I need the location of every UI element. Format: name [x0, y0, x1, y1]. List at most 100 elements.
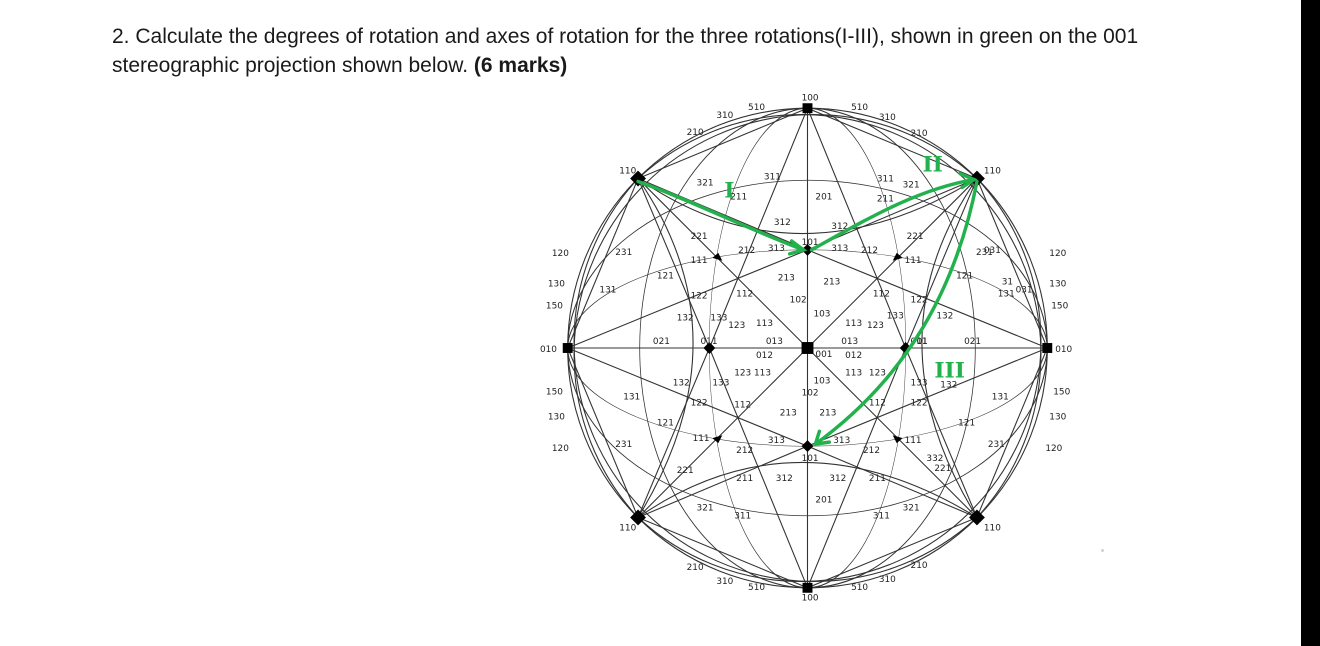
label-313-c: 313: [768, 436, 785, 446]
label-131-b: 131: [998, 289, 1015, 299]
label-012-l: 012: [756, 351, 773, 361]
pole-100-top: [803, 103, 813, 113]
label-313-b: 313: [831, 244, 848, 254]
label-210-tl: 210: [687, 128, 704, 138]
label-112-d: 112: [869, 398, 886, 408]
label-313-d: 313: [833, 436, 850, 446]
label-212-b: 212: [861, 246, 878, 256]
label-310-tr: 310: [879, 113, 896, 123]
label-112-c: 112: [734, 400, 751, 410]
label-310-tl: 310: [716, 111, 733, 121]
label-211-d: 211: [869, 474, 886, 484]
label-221-d: 221: [934, 464, 951, 474]
question-body: Calculate the degrees of rotation and ax…: [112, 25, 1138, 77]
label-113-a: 113: [756, 319, 773, 329]
label-210-br: 210: [911, 561, 928, 571]
label-131-d: 131: [992, 393, 1009, 403]
label-212-a: 212: [738, 246, 755, 256]
label-311-d: 311: [873, 511, 890, 521]
label-321-d: 321: [903, 504, 920, 514]
label-310-bl: 310: [716, 577, 733, 587]
label-211-c: 211: [736, 474, 753, 484]
label-133-d: 133: [911, 379, 928, 389]
label-231-d: 231: [988, 440, 1005, 450]
label-111-tr: 111: [905, 256, 922, 266]
label-110-tr: 110: [984, 167, 1001, 177]
label-123-d: 123: [869, 369, 886, 379]
window-edge-bar: [1301, 0, 1320, 646]
label-213-a: 213: [778, 274, 795, 284]
question-marks: (6 marks): [474, 54, 567, 77]
label-132-c: 132: [673, 379, 690, 389]
label-31: 31: [1002, 278, 1013, 288]
label-122-a: 122: [691, 291, 708, 301]
label-131-c: 131: [623, 393, 640, 403]
label-120-l: 120: [552, 249, 569, 259]
rotation-III-label: III: [934, 359, 965, 384]
label-510-bl: 510: [748, 583, 765, 593]
label-110-tl: 110: [619, 167, 636, 177]
label-031-b: 031: [1016, 286, 1033, 296]
label-121-d: 121: [958, 418, 975, 428]
question-text: 2. Calculate the degrees of rotation and…: [112, 22, 1262, 80]
stereographic-projection: 100 510 310 210 110 120 130 150 010 150 …: [535, 88, 1080, 608]
label-133-a: 133: [710, 313, 727, 323]
label-013-r: 013: [841, 337, 858, 347]
label-221-b: 221: [907, 232, 924, 242]
label-112-b: 112: [873, 289, 890, 299]
label-103-t: 103: [813, 309, 830, 319]
label-312-a: 312: [774, 218, 791, 228]
label-212-c: 212: [736, 446, 753, 456]
label-101-bottom: 101: [802, 454, 819, 464]
label-133-c: 133: [712, 379, 729, 389]
label-150-bl: 150: [546, 388, 563, 398]
label-122-c: 122: [691, 398, 708, 408]
label-130-l: 130: [548, 280, 565, 290]
label-001: 001: [815, 350, 832, 360]
label-010-r: 010: [1055, 345, 1072, 355]
label-150-r: 150: [1051, 301, 1068, 311]
label-213-b: 213: [823, 278, 840, 288]
label-231-a: 231: [615, 248, 632, 258]
label-312-c: 312: [776, 474, 793, 484]
label-321-a: 321: [697, 178, 714, 188]
label-221-a: 221: [691, 232, 708, 242]
label-013-l: 013: [766, 337, 783, 347]
label-112-a: 112: [736, 289, 753, 299]
label-332: 332: [926, 454, 943, 464]
label-510-tl: 510: [748, 103, 765, 113]
label-103-b: 103: [813, 377, 830, 387]
pole-001: [802, 342, 814, 354]
label-132-b: 132: [936, 311, 953, 321]
label-100-bottom: 100: [802, 594, 819, 604]
label-221-c: 221: [677, 466, 694, 476]
label-012-r: 012: [845, 351, 862, 361]
label-231-c: 231: [615, 440, 632, 450]
label-01: 01: [917, 337, 928, 347]
label-120-br: 120: [1045, 444, 1062, 454]
label-122-d: 122: [911, 398, 928, 408]
label-123-c: 123: [734, 369, 751, 379]
label-102-b: 102: [802, 389, 819, 399]
label-312-d: 312: [829, 474, 846, 484]
label-131-a: 131: [599, 286, 616, 296]
label-120-r: 120: [1049, 249, 1066, 259]
label-510-tr: 510: [851, 103, 868, 113]
label-510-br: 510: [851, 583, 868, 593]
label-311-a: 311: [764, 173, 781, 183]
label-111-bl: 111: [693, 434, 710, 444]
label-100-top: 100: [802, 93, 819, 103]
label-210-tr: 210: [911, 129, 928, 139]
rotation-II-label: II: [922, 153, 942, 178]
label-130-br: 130: [1049, 412, 1066, 422]
label-121-a: 121: [657, 272, 674, 282]
label-321-c: 321: [697, 504, 714, 514]
pole-101-bottom: [802, 440, 814, 452]
stray-dot: [1101, 549, 1104, 552]
label-121-c: 121: [657, 418, 674, 428]
label-111-br: 111: [905, 436, 922, 446]
label-021-l: 021: [653, 337, 670, 347]
label-123-b: 123: [867, 321, 884, 331]
label-120-bl: 120: [552, 444, 569, 454]
label-213-c: 213: [780, 408, 797, 418]
